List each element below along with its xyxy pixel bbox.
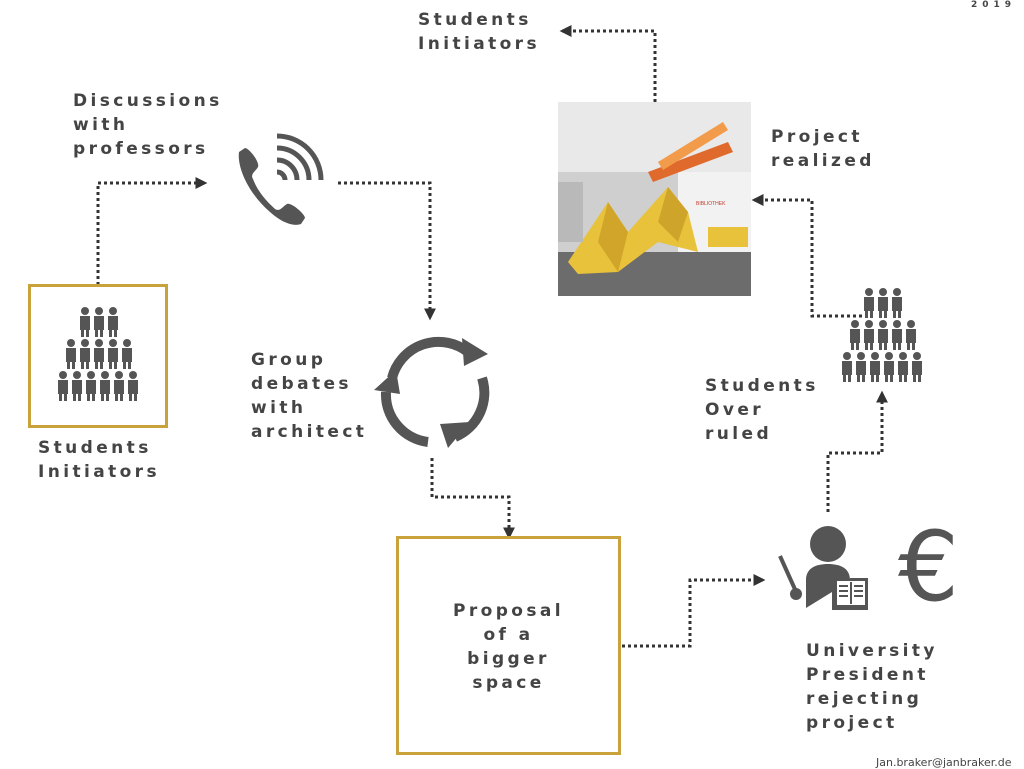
teacher-icon	[778, 526, 868, 610]
project-realized-label: Project realized	[771, 127, 875, 171]
group-debates-label: Group debates with architect	[251, 350, 368, 442]
proposal-label: Proposal of a bigger space	[453, 601, 564, 693]
arrow-cycle-to-proposal	[430, 458, 515, 540]
photo-sign-text: BIBLIOTHEK	[696, 201, 726, 207]
students-overruled-label: Students Over ruled	[705, 376, 819, 444]
arrow-proposal-to-president	[622, 574, 766, 648]
students-initiators-box	[28, 284, 168, 428]
project-photo: BIBLIOTHEK	[558, 102, 751, 296]
crowd-icon-right	[842, 288, 922, 382]
euro-icon: €	[898, 512, 959, 612]
students-initiators-top-label: Students Initiators	[418, 10, 540, 54]
arrow-crowd-to-photo	[751, 194, 868, 318]
arrow-phone-to-cycle	[338, 181, 436, 321]
discussions-label: Discussions with professors	[73, 91, 223, 159]
footer-email: Jan.braker@janbraker.de	[876, 756, 1012, 769]
arrow-initiators-to-phone	[96, 177, 208, 285]
phone-icon	[238, 133, 324, 225]
students-initiators-left-label: Students Initiators	[38, 438, 160, 482]
arrow-photo-to-initiators	[559, 25, 657, 102]
year-label: 2019	[970, 0, 1016, 10]
university-president-label: University President rejecting project	[806, 641, 938, 733]
crowd-icon	[58, 307, 138, 401]
proposal-box: Proposal of a bigger space	[396, 536, 621, 755]
svg-text:€: €	[898, 512, 959, 612]
arrow-president-to-crowd	[826, 390, 888, 512]
cycle-icon	[374, 336, 490, 448]
